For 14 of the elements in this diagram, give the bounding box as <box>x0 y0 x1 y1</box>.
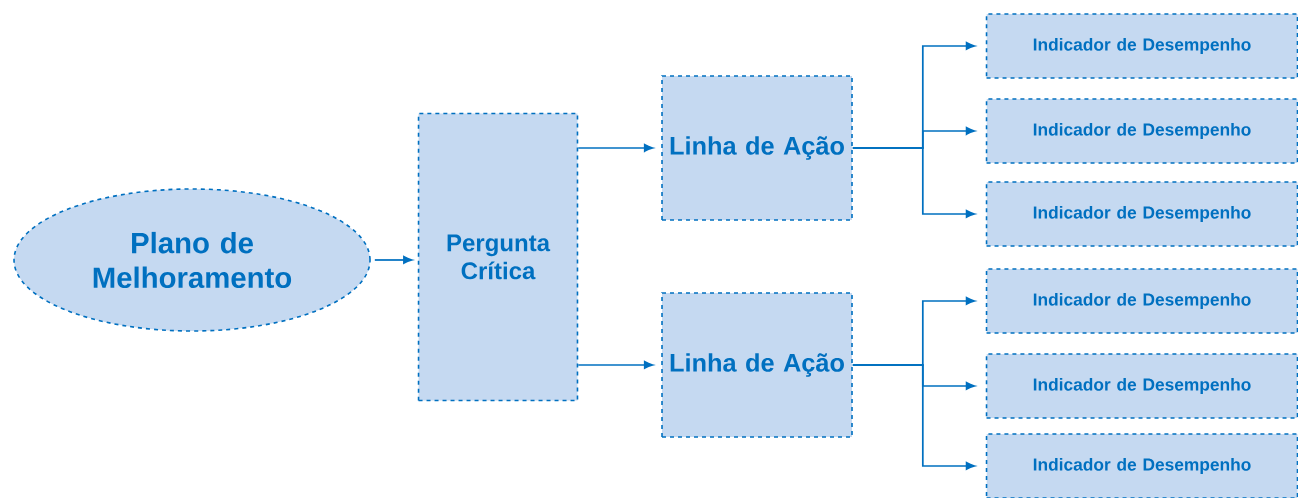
indicator-box: Indicador de Desempenho <box>985 13 1298 79</box>
arrow <box>851 364 976 470</box>
arrow <box>851 147 976 218</box>
indicator-box: Indicador de Desempenho <box>985 433 1298 498</box>
indicator-box: Indicador de Desempenho <box>985 353 1298 419</box>
arrow <box>577 361 654 369</box>
action-box: Linha de Ação <box>661 75 853 221</box>
indicator-box: Indicador de Desempenho <box>985 181 1298 247</box>
action-box: Linha de Ação <box>661 292 853 438</box>
question-box: Pergunta Crítica <box>417 112 579 402</box>
indicator-box: Indicador de Desempenho <box>985 268 1298 334</box>
indicator-box: Indicador de Desempenho <box>985 98 1298 164</box>
arrow <box>373 256 413 264</box>
arrow <box>577 144 654 152</box>
